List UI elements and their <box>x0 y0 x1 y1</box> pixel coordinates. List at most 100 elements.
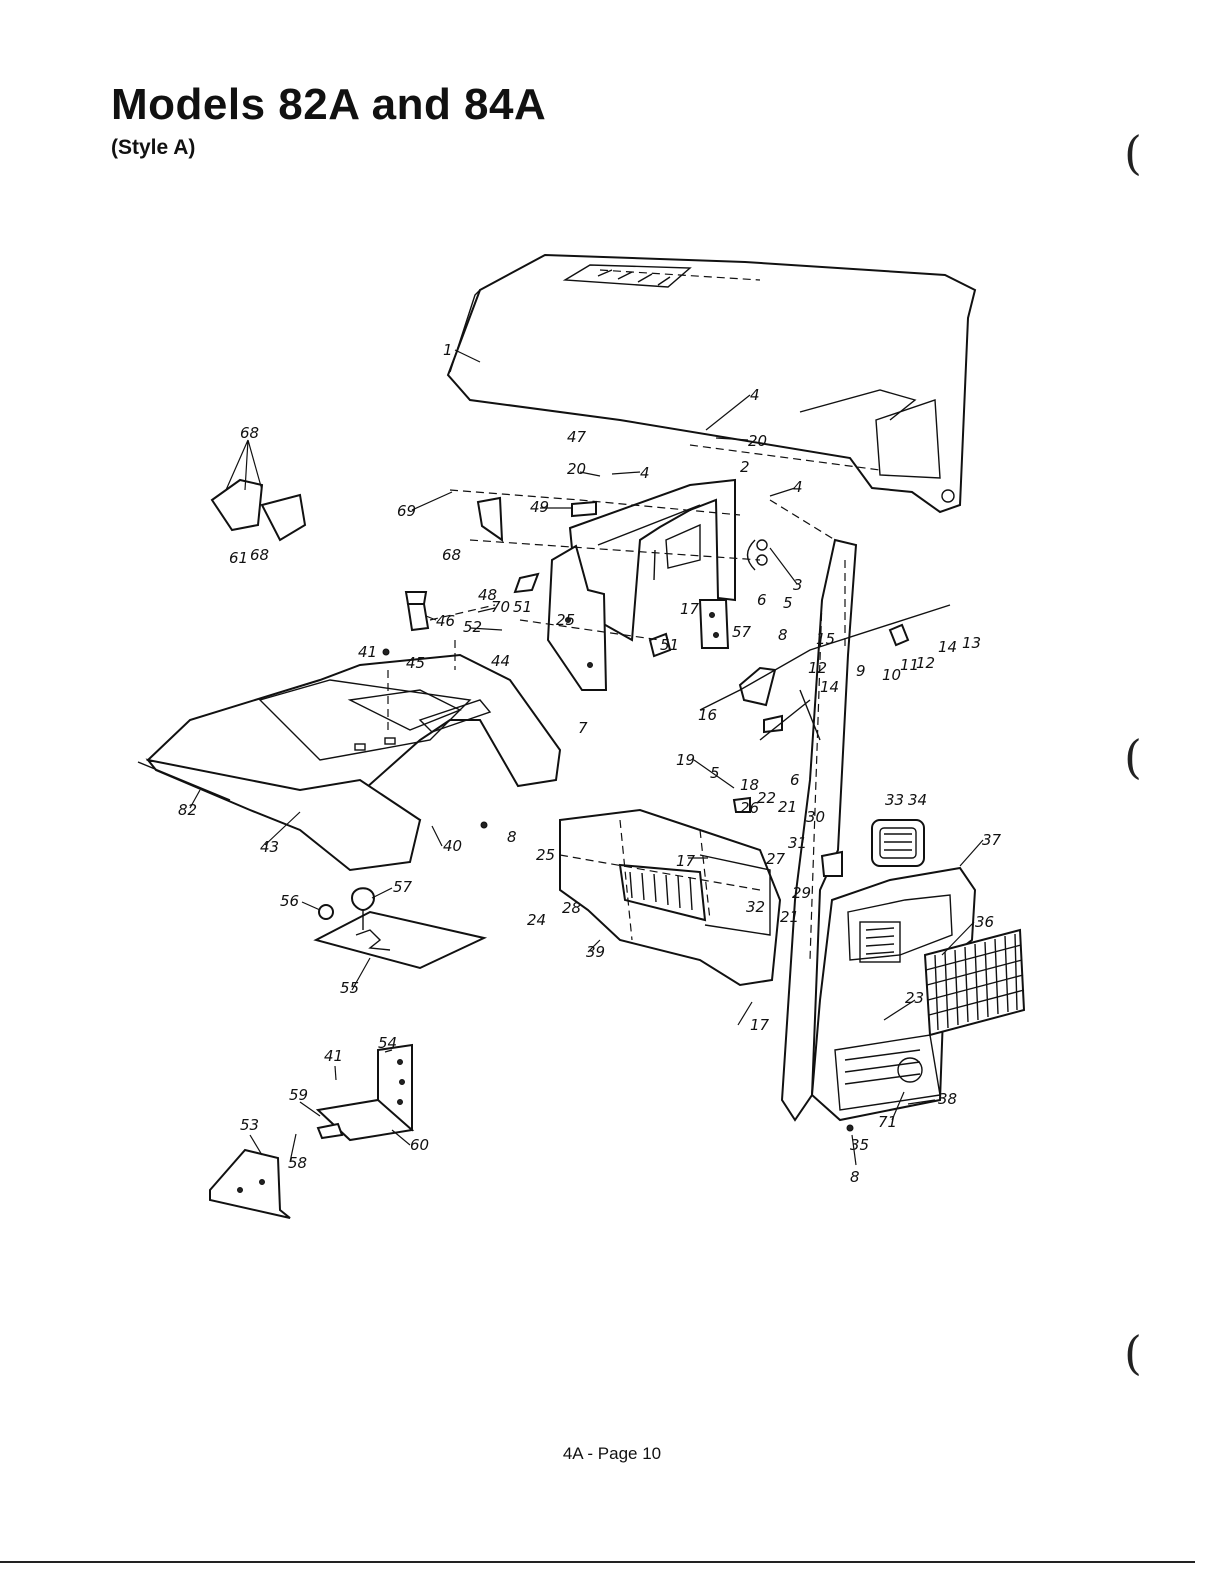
callout: 9 <box>856 662 866 680</box>
callout: 17 <box>750 1016 770 1034</box>
callout: 23 <box>905 989 924 1007</box>
callout: 46 <box>436 612 455 630</box>
callout: 43 <box>260 838 279 856</box>
binder-hole-mark-top: ( <box>1124 126 1142 180</box>
side-plate-part <box>209 1148 291 1219</box>
callout: 24 <box>527 911 546 929</box>
bottom-rule <box>0 1561 1195 1563</box>
callout: 69 <box>397 502 416 520</box>
callout: 49 <box>530 498 549 516</box>
callout: 39 <box>586 943 605 961</box>
switch-cluster-part <box>210 439 307 542</box>
callout: 82 <box>178 801 197 819</box>
callout: 58 <box>288 1154 307 1172</box>
callout: 17 <box>680 600 700 618</box>
callout: 60 <box>410 1136 429 1154</box>
callout: 12 <box>808 659 827 677</box>
callout: 38 <box>938 1090 957 1108</box>
callout: 68 <box>240 424 259 442</box>
page-title: Models 82A and 84A <box>111 80 547 129</box>
callout: 4 <box>640 464 650 482</box>
callout: 40 <box>443 837 462 855</box>
callout: 32 <box>746 898 765 916</box>
callout: 35 <box>850 1136 869 1154</box>
callout: 44 <box>491 652 510 670</box>
dash-bracket-part <box>546 544 608 691</box>
callout: 25 <box>556 611 575 629</box>
callout: 36 <box>975 913 994 931</box>
callout: 51 <box>660 636 679 654</box>
callout: 19 <box>676 751 695 769</box>
callout: 41 <box>358 643 377 661</box>
callout: 13 <box>962 634 981 652</box>
callout: 14 <box>820 678 839 696</box>
callout-labels: 1 2 3 4 4 4 5 5 6 6 7 8 8 8 9 10 11 12 1… <box>178 341 1002 1186</box>
callout: 31 <box>788 834 807 852</box>
callout: 33 <box>885 791 904 809</box>
callout: 18 <box>740 776 759 794</box>
callout: 57 <box>393 878 413 896</box>
callout: 4 <box>750 386 760 404</box>
callout: 26 <box>740 799 759 817</box>
callout: 6 <box>757 591 767 609</box>
callout: 2 <box>740 458 750 476</box>
callout: 12 <box>916 654 935 672</box>
callout: 16 <box>698 706 717 724</box>
callout: 52 <box>463 618 482 636</box>
shift-plate-part <box>313 887 488 970</box>
callout: 53 <box>240 1116 259 1134</box>
callout: 8 <box>850 1168 860 1186</box>
callout: 15 <box>816 630 835 648</box>
assembly-lines <box>387 269 881 941</box>
callout: 61 <box>229 549 248 567</box>
callout: 29 <box>792 884 811 902</box>
callout: 10 <box>882 666 901 684</box>
callout: 45 <box>406 654 425 672</box>
callout: 30 <box>806 808 825 826</box>
callout: 28 <box>562 899 581 917</box>
callout: 7 <box>578 719 588 737</box>
callout: 54 <box>378 1034 397 1052</box>
callout: 20 <box>748 432 767 450</box>
callout: 56 <box>280 892 299 910</box>
callout: 22 <box>757 789 776 807</box>
callout: 4 <box>793 478 803 496</box>
lower-dash-part <box>559 808 782 987</box>
callout: 6 <box>790 771 800 789</box>
page-subtitle: (Style A) <box>111 136 196 159</box>
callout: 8 <box>778 626 788 644</box>
callout: 70 <box>491 598 510 616</box>
fender-part <box>137 653 562 872</box>
callout: 68 <box>250 546 269 564</box>
callout: 20 <box>567 460 586 478</box>
small-hardware <box>382 496 951 1132</box>
callout: 37 <box>982 831 1002 849</box>
callout: 14 <box>938 638 957 656</box>
binder-hole-mark-middle: ( <box>1124 730 1142 784</box>
grille-part <box>923 928 1026 1037</box>
callout: 5 <box>710 764 720 782</box>
callout: 71 <box>878 1113 897 1131</box>
callout: 57 <box>732 623 752 641</box>
page-footer: 4A - Page 10 <box>562 1444 662 1463</box>
callout: 21 <box>780 908 799 926</box>
callout: 48 <box>478 586 497 604</box>
headlight-part <box>871 819 925 867</box>
callout: 5 <box>783 594 793 612</box>
callout: 3 <box>793 576 803 594</box>
callout: 47 <box>567 428 587 446</box>
callout: 55 <box>340 979 359 997</box>
callout: 1 <box>443 341 453 359</box>
callout: 51 <box>513 598 532 616</box>
mount-bracket-part <box>315 1043 415 1142</box>
binder-hole-mark-bottom: ( <box>1124 1326 1142 1380</box>
callout: 34 <box>908 791 927 809</box>
callout: 21 <box>778 798 797 816</box>
callout: 41 <box>324 1047 343 1065</box>
callout: 17 <box>676 852 696 870</box>
callout: 11 <box>900 656 919 674</box>
callout: 68 <box>442 546 461 564</box>
callout: 27 <box>766 850 786 868</box>
